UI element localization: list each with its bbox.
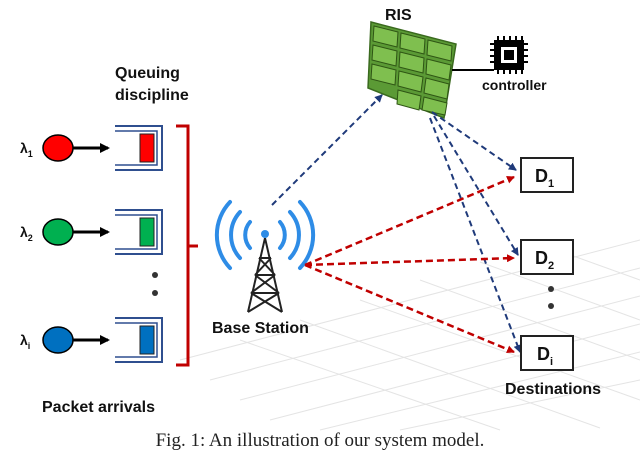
arrival-row-2: λ2 [20,209,163,255]
queue-buffer [115,209,163,255]
antenna-tip [261,230,269,238]
controller-label: controller [482,77,547,93]
svg-text:λi: λi [20,332,30,351]
packet-arrivals-label: Packet arrivals [42,399,155,416]
ris-to-di-link [429,117,522,353]
arrival-row-1: λ1 [20,125,163,171]
destination-letter: D [535,248,548,268]
bs-to-ris-link [271,94,383,206]
arrival-rate-symbol: λ [20,140,28,156]
destination-subscript: i [550,356,553,368]
svg-text:λ1: λ1 [20,140,33,159]
destination-subscript: 2 [548,260,554,272]
svg-text:D1: D1 [535,166,554,190]
base-station-tower-icon [247,237,283,313]
queued-packet [139,325,155,355]
queue-buffer [115,125,163,171]
svg-text:Di: Di [537,344,553,368]
destination-subscript: 1 [548,178,554,190]
ellipsis-dots-queue [152,272,158,296]
destination-box-2: D2 [520,239,574,275]
base-station-label: Base Station [212,320,309,337]
chip-icon [490,36,528,74]
arrival-rate-subscript: 1 [28,149,33,159]
destinations-label: Destinations [505,381,601,398]
destination-letter: D [537,344,550,364]
figure-caption: Fig. 1: An illustration of our system mo… [155,430,485,451]
ris-to-d2-link [433,115,519,256]
arrival-rate-subscript: 2 [28,233,33,243]
svg-text:λ2: λ2 [20,224,33,243]
bs-to-d1-link [304,175,515,267]
ris-to-d1-link [431,111,517,171]
packet-source-green [42,218,74,246]
packet-source-blue [42,326,74,354]
bs-to-d2-link [304,254,515,267]
destination-box-i: Di [520,335,574,371]
arrival-row-i: λi [20,317,163,363]
packet-source-red [42,134,74,162]
queuing-label-line1: Queuing [115,65,180,82]
queuing-label-line2: discipline [115,87,189,104]
arrival-rate-symbol: λ [20,332,28,348]
signal-waves-icon [214,200,316,270]
queued-packet [139,133,155,163]
ris-panel [367,21,457,120]
bs-to-di-link [304,263,515,354]
destination-box-1: D1 [520,157,574,193]
arrival-rate-subscript: i [28,341,31,351]
destination-letter: D [535,166,548,186]
svg-text:D2: D2 [535,248,554,272]
queue-bracket [176,124,198,367]
ris-label: RIS [385,7,412,24]
arrival-rate-symbol: λ [20,224,28,240]
queue-buffer [115,317,163,363]
ellipsis-dots-destinations [548,286,554,309]
queued-packet [139,217,155,247]
